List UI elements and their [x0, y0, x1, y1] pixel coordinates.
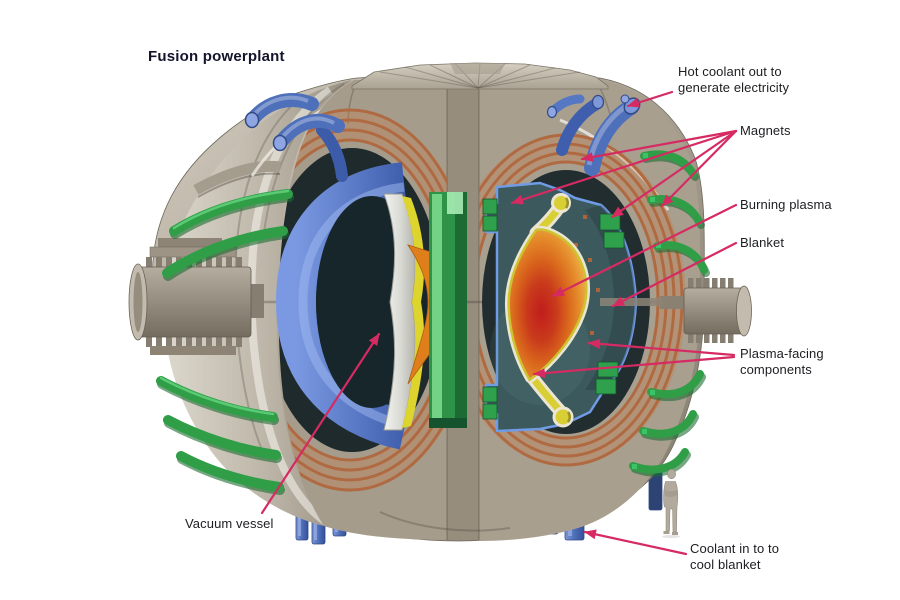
callout-lines [260, 90, 738, 556]
callout-burning-plasma: Burning plasma [740, 197, 832, 212]
burning-plasma-core [504, 225, 590, 383]
callout-line-vacuum-vessel [260, 332, 381, 515]
ring-coils-right [629, 150, 710, 477]
tf-coil-blue [275, 162, 409, 450]
human-scale-figure [662, 468, 680, 539]
callout-line-magnets-2 [660, 129, 738, 208]
top-lid [351, 62, 609, 90]
callout-hot-coolant-out: Hot coolant out to generate electricity [678, 64, 790, 95]
internals-left [275, 162, 436, 450]
callout-line-magnets-3 [610, 129, 738, 219]
page-title: Fusion powerplant [148, 48, 285, 65]
callout-line-coolant-in [583, 529, 688, 556]
skirt-seam [379, 511, 511, 532]
callout-line-blanket [611, 241, 738, 308]
callout-line-plasma-facing-1 [587, 338, 736, 357]
coolant-pipes-top-left [244, 93, 348, 182]
ring-coils-left [156, 189, 294, 495]
coil-blocks-green [482, 198, 625, 420]
callout-vacuum-vessel: Vacuum vessel [185, 516, 274, 531]
callout-magnets: Magnets [740, 123, 791, 138]
callout-plasma-facing: Plasma-facing components [740, 346, 824, 377]
vacuum-vessel-silver [383, 193, 416, 431]
callout-line-magnets-4 [510, 129, 738, 205]
copper-dots [574, 215, 600, 335]
callout-line-magnets-1 [580, 129, 738, 162]
callout-line-hot-coolant [626, 90, 674, 108]
callout-coolant-in: Coolant in to to cool blanket [690, 541, 780, 572]
internals-right [482, 181, 638, 433]
port-right [600, 278, 752, 343]
callout-line-burning-plasma [551, 203, 738, 298]
callout-blanket: Blanket [740, 235, 785, 250]
callout-line-plasma-facing-2 [532, 355, 736, 379]
central-column [429, 192, 467, 428]
